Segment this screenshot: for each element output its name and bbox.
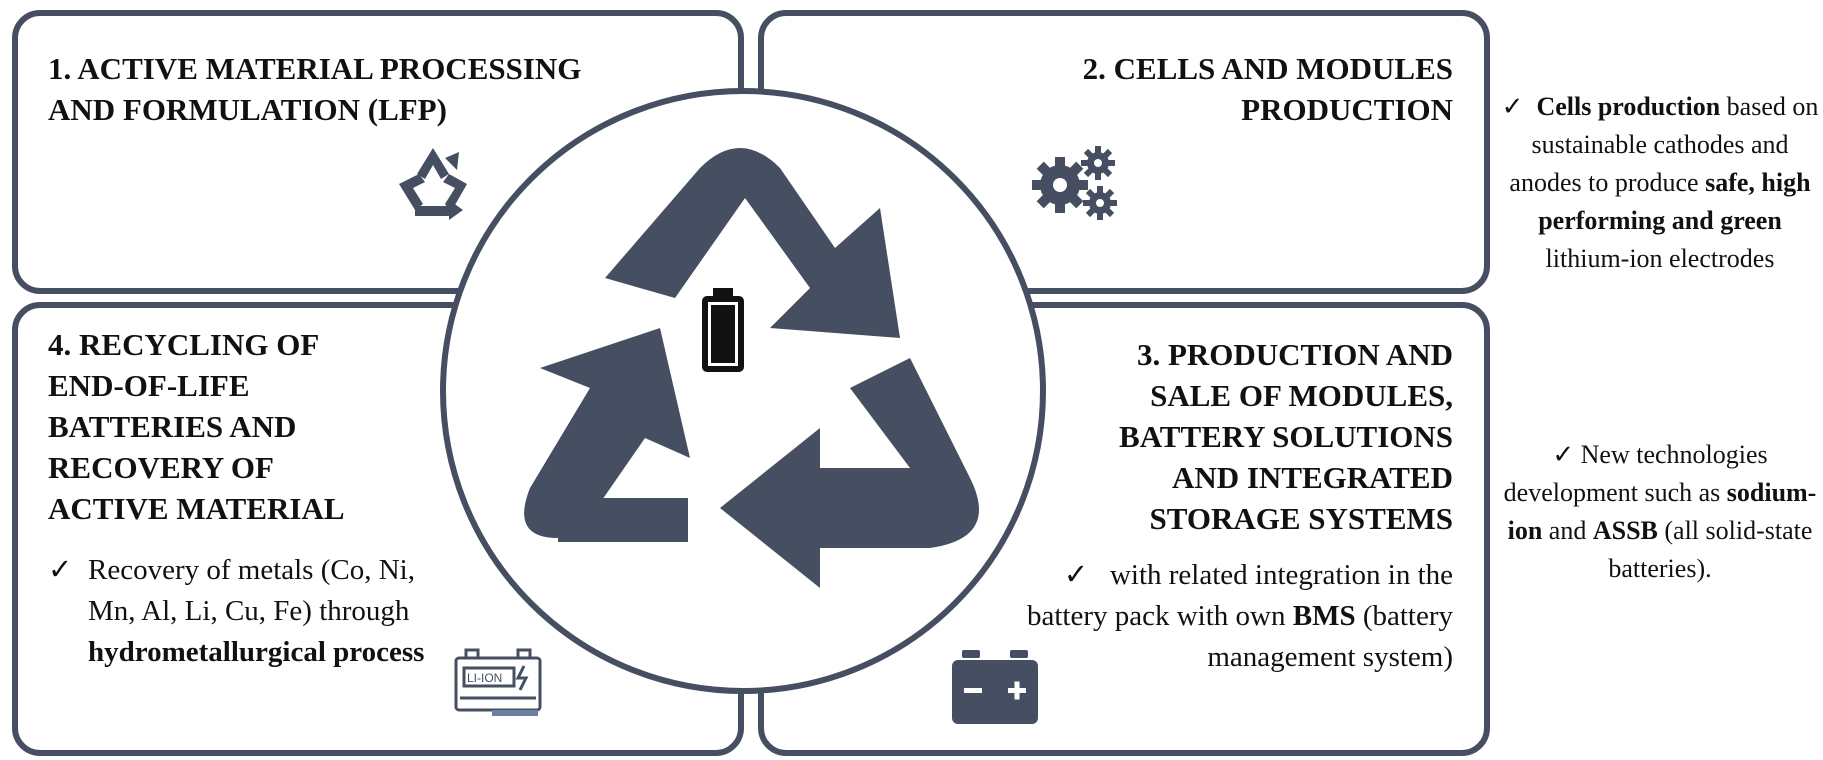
li-ion-battery-icon: LI-ION [454,648,542,716]
quadrant-4-title: 4. RECYCLING OF END-OF-LIFE BATTERIES AN… [48,327,345,526]
svg-text:LI-ION: LI-ION [467,671,502,685]
quadrant-4-bullet-bold: hydrometallurgical process [88,636,425,668]
side-note-1-bold-b: safe, high performing and green [1538,168,1811,235]
quadrant-2-title: 2. CELLS AND MODULES PRODUCTION [1082,51,1453,127]
side-note-1-text-b: lithium-ion electrodes [1545,244,1775,273]
quadrant-3-title: 3. PRODUCTION AND SALE OF MODULES, BATTE… [1119,337,1453,536]
quadrant-3-bullet: ✓ with related integration in the batter… [1023,555,1453,678]
car-battery-icon [952,650,1038,724]
quadrant-4-bullet: ✓ Recovery of metals (Co, Ni, Mn, Al, Li… [48,550,468,673]
quadrant-4-bullet-text: Recovery of metals (Co, Ni, Mn, Al, Li, … [88,554,415,627]
side-note-2-text-b: and [1542,516,1593,545]
gears-icon [1032,146,1117,220]
side-note-2-bold-a: sodium-ion [1507,478,1817,545]
quadrant-1-title: 1. ACTIVE MATERIAL PROCESSING AND FORMUL… [48,51,582,127]
side-note-1-text-a: based on sustainable cathodes and anodes… [1509,92,1819,197]
side-note-1-bold-a: Cells production [1536,92,1721,121]
quadrant-3-bullet-text-b: (battery management system) [1207,600,1453,673]
check-icon: ✓ [48,554,73,586]
check-icon: ✓ [1501,92,1524,121]
side-note-cells: ✓ Cells production based on sustainable … [1500,88,1820,278]
side-note-2-text-a: New technologies development such as [1503,440,1768,507]
side-note-2-bold-b: ASSB [1592,516,1658,545]
quadrant-3-bullet-text-a: with related integration in the battery … [1026,559,1453,632]
check-icon: ✓ [1063,559,1089,591]
recycle-arrows-icon [524,148,979,588]
quadrant-3-bullet-bold: BMS [1292,600,1356,632]
side-note-technologies: ✓ New technologies development such as s… [1500,436,1820,588]
check-icon: ✓ [1552,440,1575,469]
side-note-2-text-c: (all solid-state batteries). [1608,516,1813,583]
recycle-icon [399,148,467,220]
battery-icon [702,288,744,372]
